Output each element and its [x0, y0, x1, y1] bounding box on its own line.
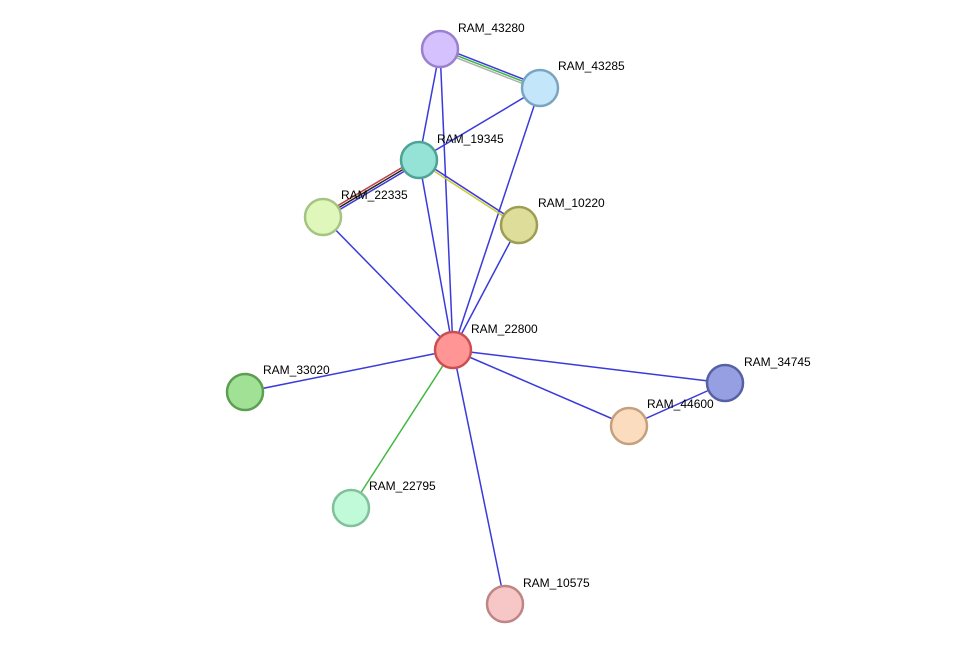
edge-line	[418, 87, 541, 161]
node-label: RAM_10575	[523, 576, 590, 590]
edge-line	[350, 349, 454, 509]
edge-line	[244, 349, 454, 393]
node-label: RAM_34745	[744, 355, 811, 369]
edge-ram-43280-ram-22800[interactable]	[439, 48, 454, 351]
edge-ram-22800-ram-22795[interactable]	[350, 349, 454, 509]
edge-ram-43285-ram-19345[interactable]	[418, 87, 541, 161]
node-circle[interactable]	[485, 584, 525, 624]
node-ram-22795[interactable]: RAM_22795	[331, 479, 436, 528]
node-circle[interactable]	[433, 330, 473, 370]
node-ram-34745[interactable]: RAM_34745	[705, 355, 811, 403]
node-ram-10220[interactable]: RAM_10220	[499, 196, 605, 245]
edge-line	[452, 349, 630, 427]
node-ram-10575[interactable]: RAM_10575	[485, 576, 590, 624]
node-ram-43285[interactable]: RAM_43285	[520, 59, 625, 108]
node-circle[interactable]	[399, 140, 439, 180]
edge-line	[417, 160, 519, 227]
edge-ram-10220-ram-22800[interactable]	[452, 224, 520, 351]
node-circle[interactable]	[420, 29, 460, 69]
edge-line	[439, 48, 454, 351]
edge-ram-22800-ram-34745[interactable]	[452, 349, 726, 384]
node-ram-19345[interactable]: RAM_19345	[399, 132, 504, 180]
node-circle[interactable]	[225, 372, 265, 412]
node-label: RAM_22800	[471, 322, 538, 336]
edge-line	[452, 349, 726, 384]
edge-line	[452, 224, 520, 351]
edge-ram-19345-ram-10220[interactable]	[417, 158, 521, 227]
node-circle[interactable]	[303, 197, 343, 237]
edge-ram-22335-ram-22800[interactable]	[322, 216, 454, 351]
edge-line	[419, 158, 521, 225]
node-label: RAM_44600	[647, 397, 714, 411]
edges-layer	[244, 46, 726, 605]
node-ram-44600[interactable]: RAM_44600	[609, 397, 714, 446]
edge-line	[418, 159, 454, 351]
edge-line	[452, 349, 506, 605]
node-circle[interactable]	[331, 488, 371, 528]
edge-ram-22800-ram-33020[interactable]	[244, 349, 454, 393]
edge-ram-22800-ram-44600[interactable]	[452, 349, 630, 427]
node-circle[interactable]	[499, 205, 539, 245]
node-label: RAM_43280	[458, 21, 525, 35]
edge-line	[452, 87, 541, 351]
node-ram-22335[interactable]: RAM_22335	[303, 188, 408, 237]
edge-ram-19345-ram-22800[interactable]	[418, 159, 454, 351]
node-label: RAM_10220	[538, 196, 605, 210]
node-ram-43280[interactable]: RAM_43280	[420, 21, 525, 69]
node-ram-33020[interactable]: RAM_33020	[225, 363, 330, 412]
edge-ram-22800-ram-10575[interactable]	[452, 349, 506, 605]
node-label: RAM_22795	[369, 479, 436, 493]
node-ram-22800[interactable]: RAM_22800	[433, 322, 538, 370]
node-circle[interactable]	[520, 68, 560, 108]
edge-ram-43285-ram-22800[interactable]	[452, 87, 541, 351]
node-label: RAM_22335	[341, 188, 408, 202]
node-label: RAM_43285	[558, 59, 625, 73]
node-label: RAM_19345	[437, 132, 504, 146]
nodes-layer: RAM_43280RAM_43285RAM_19345RAM_22335RAM_…	[225, 21, 811, 624]
node-circle[interactable]	[609, 406, 649, 446]
node-label: RAM_33020	[263, 363, 330, 377]
node-circle[interactable]	[705, 363, 745, 403]
edge-line	[322, 216, 454, 351]
